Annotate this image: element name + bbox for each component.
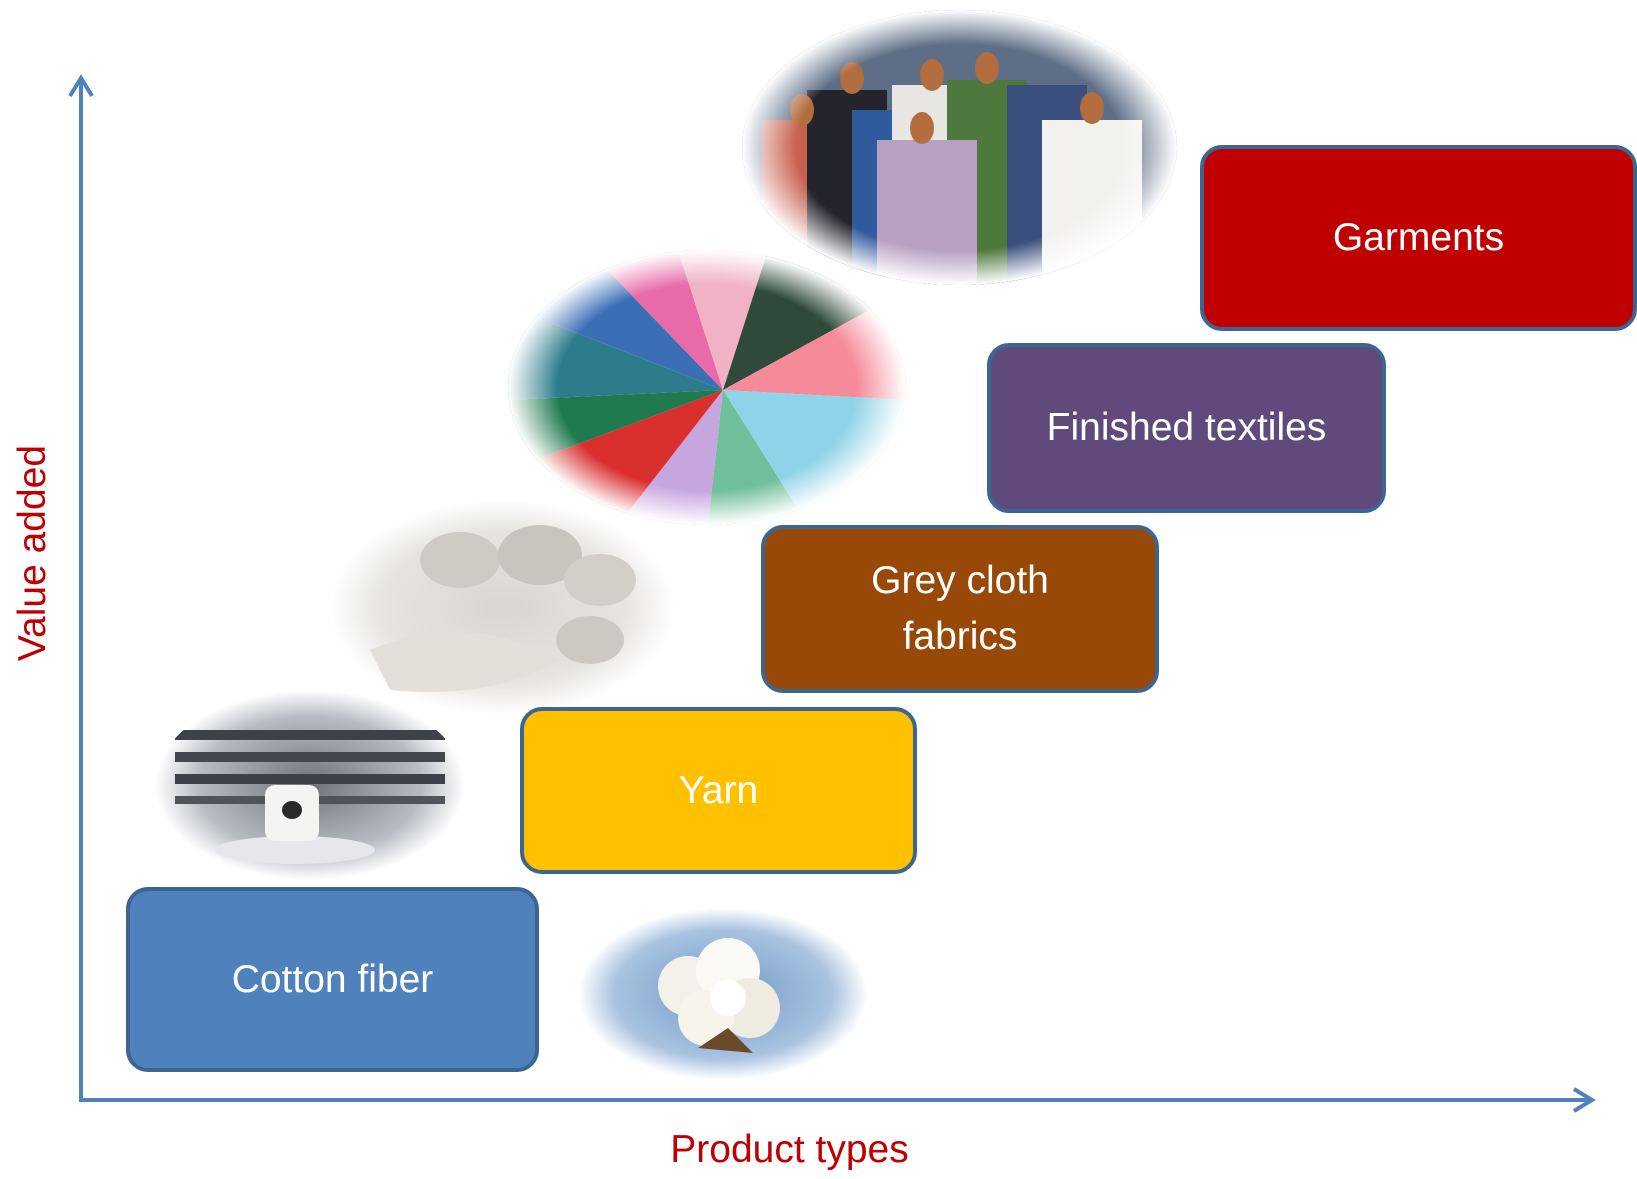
step-box-garments: Garments: [1200, 145, 1637, 331]
shirts-on-mannequins-photo: [742, 10, 1177, 285]
step-box-grey-cloth-fabrics: Grey cloth fabrics: [761, 525, 1159, 693]
step-box-yarn: Yarn: [520, 707, 917, 874]
cotton-boll-photo: [578, 908, 868, 1080]
step-label-yarn: Yarn: [678, 768, 759, 812]
x-axis-label: Product types: [670, 1128, 909, 1171]
y-axis-label: Value added: [11, 444, 54, 662]
y-axis-arrowhead: [68, 74, 94, 98]
step-label-cotton-fiber: Cotton fiber: [231, 957, 434, 1001]
grey-cloth-rolls-photo: [330, 500, 675, 715]
step-label-grey-cloth-fabrics: Grey cloth fabrics: [871, 559, 1049, 658]
step-box-finished-textiles: Finished textiles: [987, 343, 1386, 513]
step-label-garments: Garments: [1332, 216, 1505, 259]
x-axis-arrowhead: [1572, 1087, 1596, 1113]
step-box-cotton-fiber: Cotton fiber: [126, 887, 539, 1072]
printed-fabric-fan-photo: [508, 250, 906, 525]
step-label-finished-textiles: Finished textiles: [1046, 406, 1327, 449]
yarn-spinning-machine-photo: [155, 690, 465, 880]
